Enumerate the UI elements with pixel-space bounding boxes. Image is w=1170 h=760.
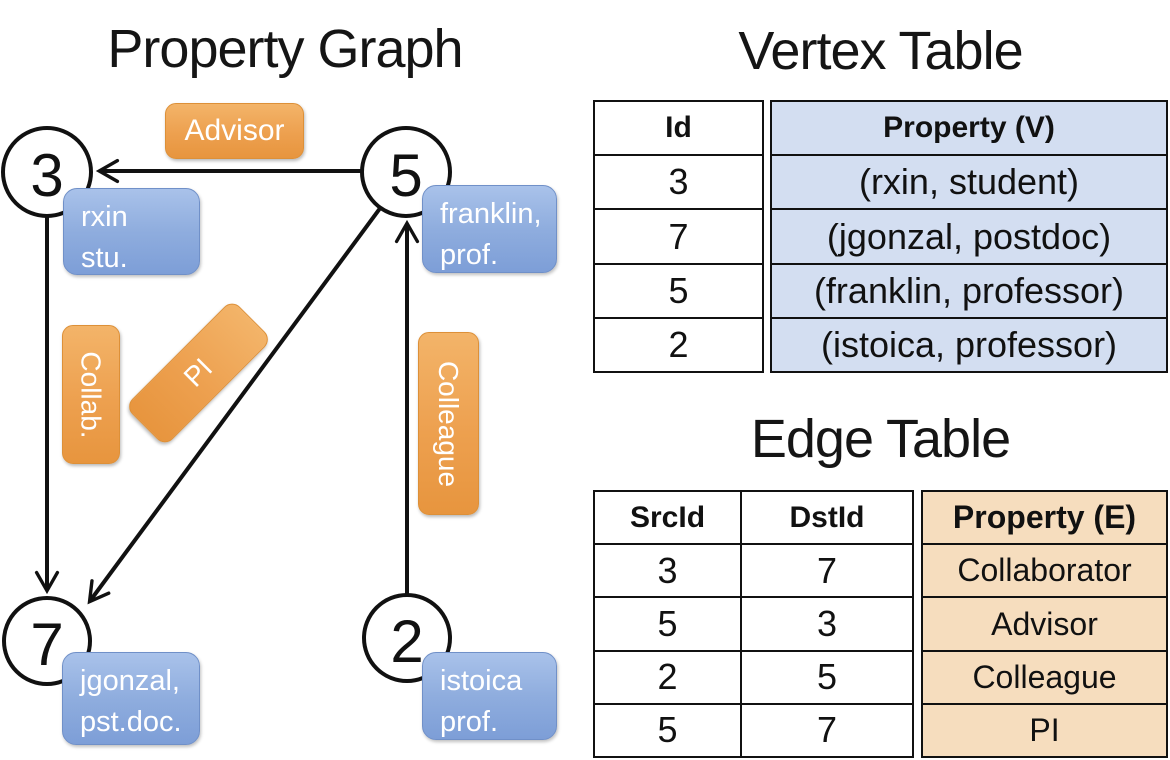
vertex-table-property-column: Property (V) (rxin, student) (jgonzal, p…: [770, 100, 1168, 373]
table-cell: 3: [816, 603, 838, 644]
property-graph-title: Property Graph: [107, 19, 463, 79]
table-cell: Advisor: [923, 596, 1166, 649]
table-cell: (franklin, professor): [772, 262, 1166, 317]
vertex-prop-line2: prof.: [440, 239, 499, 272]
edge-label-pi-text: PI: [177, 352, 219, 393]
edge-label-advisor-text: Advisor: [184, 114, 285, 147]
table-cell: 2: [595, 316, 762, 371]
edge-table-header-srcid: SrcId: [595, 492, 742, 544]
edge-label-advisor: Advisor: [165, 103, 304, 159]
table-cell: (rxin, student): [772, 154, 1166, 208]
table-cell: 7: [816, 549, 838, 591]
vertex-prop-line1: istoica: [440, 665, 523, 697]
table-cell: 5: [816, 656, 838, 698]
vertex-prop-line2: pst.doc.: [80, 706, 182, 739]
edge-label-collab: Collab.: [62, 325, 120, 464]
vertex-table-title: Vertex Table: [738, 21, 1023, 81]
edge-table-header-property: Property (E): [952, 499, 1137, 536]
vertex-prop-line1: franklin,: [440, 198, 542, 230]
table-cell: 5: [595, 704, 742, 757]
table-cell: 3: [595, 545, 742, 597]
table-cell: 3: [595, 154, 762, 208]
vertex-table-id-column: Id 3 7 5 2: [593, 100, 764, 373]
edge-table-title: Edge Table: [750, 409, 1011, 469]
edge-table-id-columns: SrcId DstId 3 7 5 3 2 5 5 7: [593, 490, 914, 758]
vertex-prop-box-5: franklin, prof.: [422, 185, 557, 273]
vertex-table-header-id: Id: [665, 111, 692, 145]
table-cell: (jgonzal, postdoc): [772, 208, 1166, 262]
table-cell: Collaborator: [923, 543, 1166, 596]
vertex-prop-box-3: rxin stu.: [63, 188, 200, 275]
vertex-table-header-property: Property (V): [883, 111, 1055, 145]
edge-table-property-column: Property (E) Collaborator Advisor Collea…: [921, 490, 1168, 758]
table-cell: PI: [923, 702, 1166, 756]
vertex-prop-line2: stu.: [81, 242, 128, 275]
table-cell: 5: [595, 262, 762, 317]
vertex-prop-box-2: istoica prof.: [422, 652, 557, 740]
table-cell: 2: [595, 651, 742, 703]
edge-label-collab-text: Collab.: [76, 350, 108, 439]
edge-5-to-7-pi: [87, 205, 383, 605]
vertex-prop-line1: rxin: [81, 201, 128, 233]
table-cell: 5: [595, 598, 742, 650]
edge-label-colleague: Colleague: [418, 332, 479, 515]
table-cell: 7: [595, 208, 762, 262]
vertex-prop-line1: jgonzal,: [80, 665, 180, 697]
table-cell: Colleague: [923, 649, 1166, 703]
table-cell: (istoica, professor): [772, 316, 1166, 371]
vertex-prop-box-7: jgonzal, pst.doc.: [62, 652, 200, 745]
edge-table-header-dstid: DstId: [789, 500, 865, 534]
vertex-prop-line2: prof.: [440, 706, 499, 739]
edge-label-colleague-text: Colleague: [433, 360, 465, 487]
table-cell: 7: [816, 709, 838, 751]
